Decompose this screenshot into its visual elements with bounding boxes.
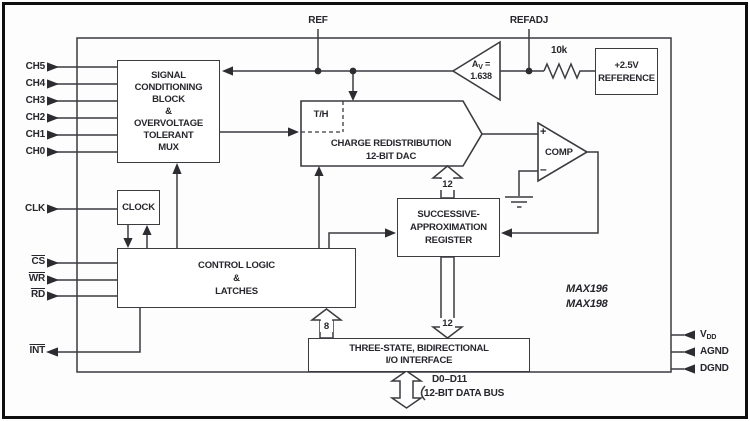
amp-gain-label: AV = 1.638	[462, 59, 500, 81]
io-interface-block: THREE-STATE, BIDIRECTIONAL I/O INTERFACE	[308, 338, 530, 372]
io-line: THREE-STATE, BIDIRECTIONAL	[349, 343, 489, 354]
mux-line: CONDITIONING	[134, 81, 203, 93]
pin-rd: RD	[30, 289, 45, 300]
pin-ch0: CH0	[25, 146, 46, 157]
control-line: LATCHES	[215, 285, 258, 297]
pin-clk: CLK	[25, 203, 45, 214]
arrow-ref-to-dac-icon	[348, 91, 358, 101]
io-line: I/O INTERFACE	[385, 355, 453, 366]
part-number-1: MAX196	[566, 283, 608, 295]
sar-block: SUCCESSIVE- APPROXIMATION REGISTER	[397, 198, 500, 257]
arrow-ch5-icon	[47, 62, 59, 72]
arrow-comp-to-sar-icon	[501, 228, 512, 238]
arrow-ch3-icon	[47, 96, 59, 106]
mux-line: &	[165, 105, 172, 117]
arrow-amp-to-mux-icon	[222, 66, 233, 76]
arrow-wr-icon	[47, 275, 59, 285]
pin-dgnd: DGND	[700, 363, 729, 374]
pin-int: INT	[29, 345, 45, 356]
arrow-ch2-icon	[47, 113, 59, 123]
control-line: CONTROL LOGIC	[198, 259, 275, 271]
amp-gain-value: 1.638	[470, 71, 492, 81]
arrow-clock-down-icon	[123, 238, 133, 248]
wire-comp-minus	[518, 170, 538, 196]
mux-block: SIGNAL CONDITIONING BLOCK & OVERVOLTAGE …	[117, 60, 220, 163]
arrow-mux-to-dac-icon	[288, 127, 299, 137]
data-bus-range: D0–D11	[432, 374, 467, 385]
pin-wr: WR	[28, 273, 45, 284]
bus-width-ctrl-io: 8	[320, 321, 333, 332]
arrow-vdd-icon	[683, 330, 695, 340]
control-line: &	[233, 272, 240, 284]
bus-width-sar-io: 12	[440, 318, 455, 329]
junction-dot-ref	[314, 67, 322, 75]
part-numbers: MAX196 MAX198	[566, 282, 608, 312]
pin-refadj: REFADJ	[509, 15, 549, 26]
data-bus-label: 12-BIT DATA BUS	[424, 388, 505, 399]
sar-line: APPROXIMATION	[410, 222, 487, 233]
resistor-10k	[543, 62, 595, 80]
arrow-ch4-icon	[47, 79, 59, 89]
arrow-agnd-icon	[683, 347, 695, 357]
mux-line: MUX	[158, 141, 179, 153]
arrow-clk-icon	[47, 204, 59, 214]
pin-ch1: CH1	[25, 129, 46, 140]
dac-outline	[300, 100, 483, 167]
part-number-2: MAX198	[566, 298, 608, 310]
wire-int	[56, 308, 141, 353]
mux-line: BLOCK	[152, 93, 185, 105]
dac-label: CHARGE REDISTRIBUTION 12-BIT DAC	[302, 137, 480, 163]
mux-line: OVERVOLTAGE	[133, 117, 204, 129]
junction-dot-dac	[349, 67, 357, 75]
pin-ref: REF	[308, 15, 328, 26]
arrow-ch1-icon	[47, 130, 59, 140]
arrow-cs-icon	[47, 258, 59, 268]
sar-line: REGISTER	[425, 235, 472, 246]
control-logic-block: CONTROL LOGIC & LATCHES	[117, 248, 356, 308]
arrow-ctrl-to-dac-icon	[314, 166, 324, 176]
pin-cs: CS	[31, 256, 46, 267]
reference-block: +2.5V REFERENCE	[595, 48, 658, 95]
bus-width-sar-dac: 12	[440, 179, 455, 190]
chip-boundary	[76, 37, 672, 373]
bus-sar-to-io	[430, 256, 465, 339]
comp-minus-label: –	[540, 162, 547, 176]
arrow-ctrl-to-sar-icon	[385, 228, 396, 238]
comp-plus-label: +	[540, 126, 547, 138]
reference-line: REFERENCE	[598, 72, 655, 84]
dac-line: CHARGE REDISTRIBUTION	[330, 138, 452, 149]
bus-data-bidirectional	[389, 370, 424, 409]
mux-line: SIGNAL	[151, 69, 186, 81]
resistor-label: 10k	[550, 45, 568, 56]
amp-triangle	[451, 40, 501, 102]
bus-width-bracket	[420, 385, 426, 401]
sar-line: SUCCESSIVE-	[417, 209, 480, 220]
pin-ch5: CH5	[25, 61, 46, 72]
arrow-ctrl-to-mux-icon	[172, 163, 182, 174]
amp-gain-line1: AV =	[471, 59, 491, 71]
th-label: T/H	[313, 109, 329, 120]
mux-line: TOLERANT	[143, 129, 194, 141]
reference-line: +2.5V	[614, 59, 639, 71]
wire-ctrl-to-sar	[328, 232, 386, 248]
dac-line: 12-BIT DAC	[365, 151, 417, 162]
arrow-dgnd-icon	[683, 364, 695, 374]
arrow-clock-up-icon	[142, 225, 152, 235]
pin-ch4: CH4	[25, 78, 46, 89]
pin-ch3: CH3	[25, 95, 46, 106]
wire-comp-to-sar	[512, 151, 599, 234]
clock-label: CLOCK	[122, 201, 155, 213]
junction-dot-refadj	[525, 67, 533, 75]
pin-agnd: AGND	[700, 346, 729, 357]
clock-block: CLOCK	[117, 190, 160, 225]
comp-triangle	[537, 121, 589, 183]
comp-label: COMP	[545, 147, 573, 158]
pin-ch2: CH2	[25, 112, 46, 123]
arrow-ch0-icon	[47, 147, 59, 157]
arrow-rd-icon	[47, 291, 59, 301]
pin-vdd: VDD	[700, 329, 717, 341]
arrow-int-icon	[46, 347, 58, 357]
